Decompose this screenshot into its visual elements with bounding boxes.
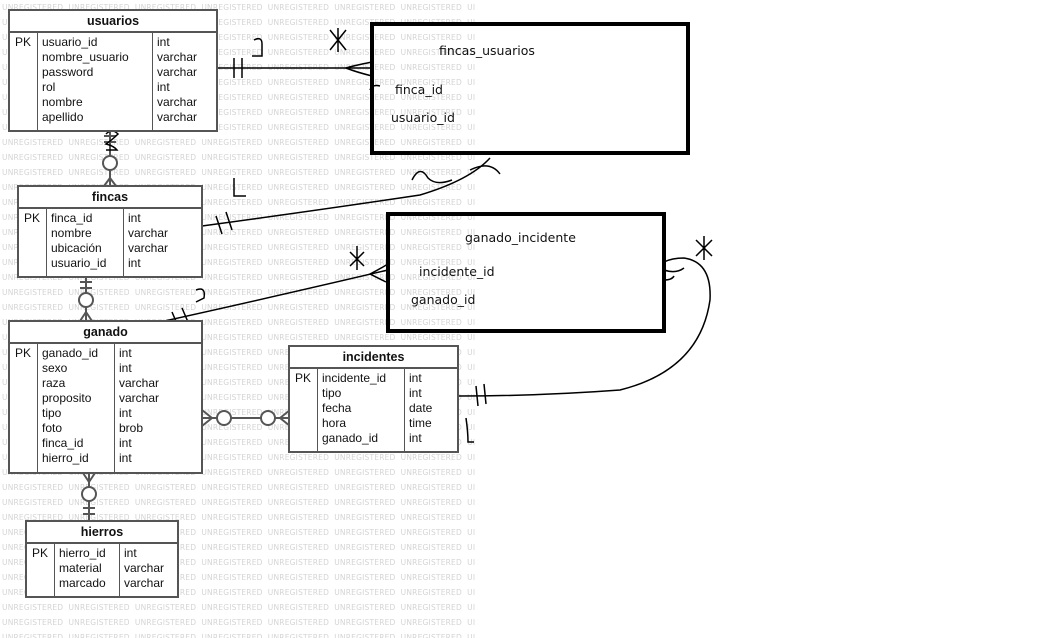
field-type-column: int varchar varchar int: [123, 209, 168, 276]
field-name: nombre: [42, 95, 83, 109]
field-name: usuario_id: [51, 256, 107, 270]
field-name: nombre: [51, 226, 92, 240]
field-name: raza: [42, 376, 66, 390]
field-type: varchar: [124, 561, 165, 575]
junction-fincas-usuarios[interactable]: [370, 22, 690, 155]
field-type: varchar: [128, 241, 169, 255]
entity-title: fincas: [19, 187, 201, 209]
pk-column: PK: [290, 369, 318, 451]
field-name: finca_id: [51, 211, 93, 225]
field-type: varchar: [119, 376, 160, 390]
field-name: ganado_id: [322, 431, 379, 445]
field-name: incidente_id: [322, 371, 387, 385]
field-type: varchar: [157, 95, 198, 109]
field-type: brob: [119, 421, 144, 435]
entity-title: incidentes: [290, 347, 457, 369]
field-name: hierro_id: [42, 451, 89, 465]
junction-field: finca_id: [395, 82, 443, 97]
entity-title: hierros: [27, 522, 177, 544]
field-name-column: usuario_id nombre_usuario password rol n…: [38, 33, 129, 130]
entity-title: ganado: [10, 322, 201, 344]
entity-usuarios[interactable]: usuarios PK usuario_id nombre_usuario pa…: [8, 9, 218, 132]
field-type: int: [128, 256, 141, 270]
rel-incidentes-ganado-incidente: [457, 257, 711, 397]
field-name: tipo: [42, 406, 62, 420]
pk-column: PK: [10, 344, 38, 472]
field-type: int: [409, 371, 422, 385]
field-type: varchar: [128, 226, 169, 240]
field-type: int: [409, 431, 422, 445]
field-type: time: [409, 416, 432, 430]
field-name: nombre_usuario: [42, 50, 129, 64]
entity-hierros[interactable]: hierros PK hierro_id material marcado in…: [25, 520, 179, 598]
junction-title: ganado_incidente: [465, 230, 576, 245]
field-name: tipo: [322, 386, 342, 400]
field-name: ganado_id: [42, 346, 99, 360]
field-type: int: [157, 35, 170, 49]
pk-column: PK: [27, 544, 55, 596]
field-type: date: [409, 401, 433, 415]
rel-fincas-fincas-usuarios: [201, 157, 491, 227]
junction-field: incidente_id: [419, 264, 495, 279]
field-type: int: [128, 211, 141, 225]
field-type: varchar: [119, 391, 160, 405]
field-name: hora: [322, 416, 347, 430]
junction-title: fincas_usuarios: [439, 43, 535, 58]
field-type: int: [119, 361, 132, 375]
field-name-column: ganado_id sexo raza proposito tipo foto …: [38, 344, 98, 472]
field-name-column: finca_id nombre ubicación usuario_id: [47, 209, 106, 276]
field-type: varchar: [157, 110, 198, 124]
field-type: varchar: [157, 65, 198, 79]
field-name-column: incidente_id tipo fecha hora ganado_id: [318, 369, 386, 451]
entity-ganado[interactable]: ganado PK ganado_id sexo raza proposito …: [8, 320, 203, 474]
field-type: int: [119, 346, 132, 360]
field-name: proposito: [42, 391, 92, 405]
field-type-column: int varchar varchar int varchar varchar: [152, 33, 197, 130]
field-name: password: [42, 65, 94, 79]
field-type: int: [119, 406, 132, 420]
pk-column: PK: [19, 209, 47, 276]
junction-ganado-incidente[interactable]: [386, 212, 666, 333]
field-name: foto: [42, 421, 63, 435]
pk-column: PK: [10, 33, 38, 130]
field-name: finca_id: [42, 436, 84, 450]
field-name: sexo: [42, 361, 68, 375]
field-type-column: int int varchar varchar int brob int int: [114, 344, 159, 472]
field-name: fecha: [322, 401, 352, 415]
field-name: material: [59, 561, 102, 575]
field-type: int: [124, 546, 137, 560]
field-type: int: [409, 386, 422, 400]
field-name: usuario_id: [42, 35, 98, 49]
field-type: varchar: [124, 576, 165, 590]
field-name: ubicación: [51, 241, 102, 255]
field-name: marcado: [59, 576, 106, 590]
entity-fincas[interactable]: fincas PK finca_id nombre ubicación usua…: [17, 185, 203, 278]
field-name: rol: [42, 80, 56, 94]
field-type: int: [119, 451, 132, 465]
field-name-column: hierro_id material marcado: [55, 544, 106, 596]
field-type-column: int int date time int: [404, 369, 432, 451]
field-type: int: [119, 436, 132, 450]
field-type: int: [157, 80, 170, 94]
field-type: varchar: [157, 50, 198, 64]
junction-field: usuario_id: [391, 110, 455, 125]
field-name: apellido: [42, 110, 84, 124]
junction-field: ganado_id: [411, 292, 476, 307]
field-type-column: int varchar varchar: [119, 544, 164, 596]
entity-incidentes[interactable]: incidentes PK incidente_id tipo fecha ho…: [288, 345, 459, 453]
entity-title: usuarios: [10, 11, 216, 33]
field-name: hierro_id: [59, 546, 106, 560]
